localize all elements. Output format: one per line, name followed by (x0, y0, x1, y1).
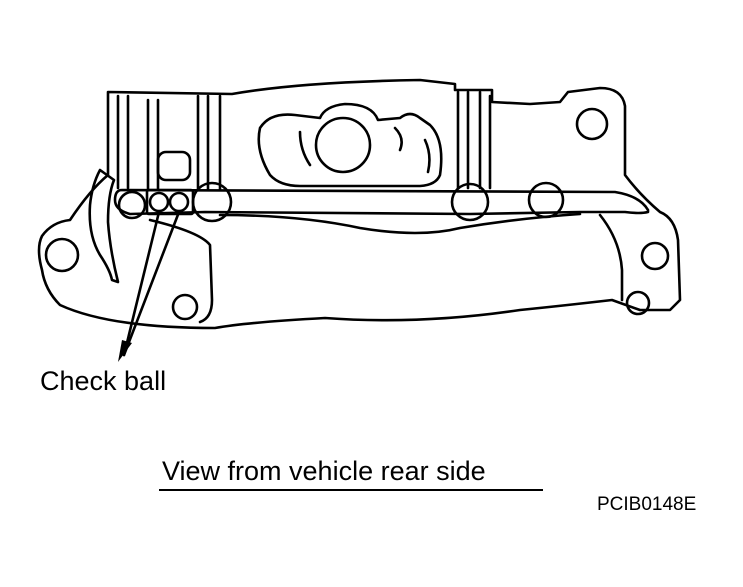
check-ball-2 (168, 191, 190, 213)
bolt-hole-bottom-right (625, 290, 651, 316)
oil-channel (113, 188, 650, 216)
spool-ball-2 (450, 182, 490, 222)
left-channel-end (117, 190, 147, 220)
bolt-hole-top-right (575, 107, 609, 141)
spool-ball-1 (191, 181, 233, 223)
leader-line-2 (122, 210, 181, 357)
small-port (156, 150, 192, 182)
pillar-right (456, 90, 492, 190)
check-ball-1 (148, 191, 170, 213)
bolt-hole-bottom-left (171, 293, 199, 321)
figure-code: PCIB0148E (597, 494, 697, 515)
pillar-mid (196, 94, 222, 192)
pillar-left (116, 94, 160, 192)
inner-ribs (298, 126, 431, 174)
caption-underline (159, 489, 543, 491)
check-ball-label: Check ball (40, 366, 167, 396)
lower-rib-right (598, 213, 624, 302)
bolt-hole-right (640, 241, 670, 271)
center-port (314, 116, 372, 174)
view-caption: View from vehicle rear side (162, 456, 486, 486)
center-chamber (257, 102, 443, 188)
lower-rib (148, 218, 214, 324)
spool-ball-3 (527, 181, 565, 219)
leader-line-1 (122, 210, 161, 357)
lower-channel (218, 212, 582, 235)
check-ball-pocket (145, 188, 195, 216)
leader-arrowhead (118, 340, 132, 362)
left-slot (88, 168, 120, 284)
valve-body-outline (37, 78, 682, 330)
bolt-hole-left (44, 237, 80, 273)
